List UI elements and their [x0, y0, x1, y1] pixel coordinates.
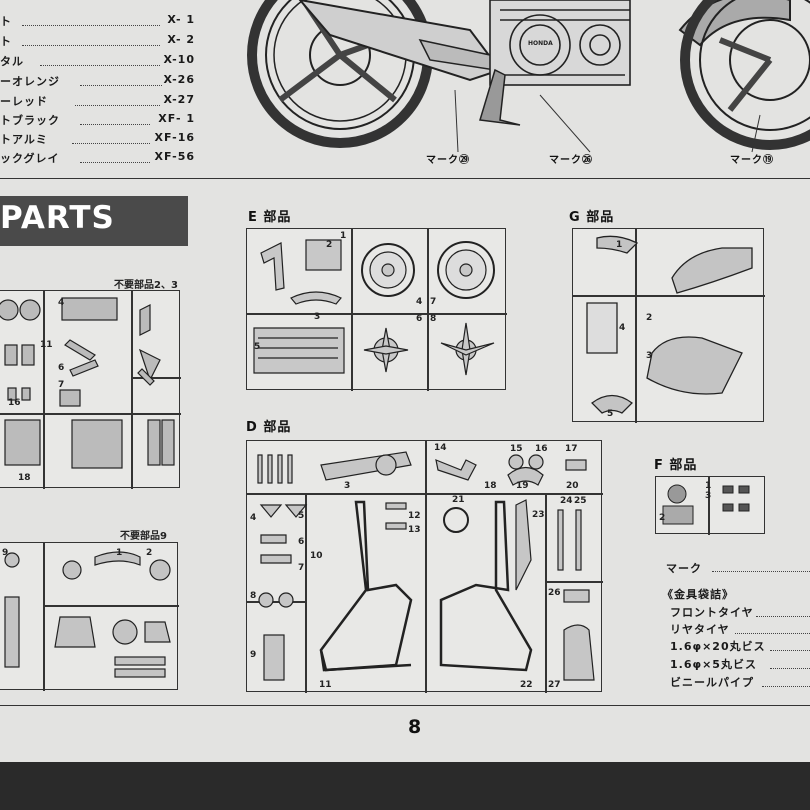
motorcycle-illustration: HONDA — [247, 0, 810, 153]
runner-number: 4 — [250, 513, 257, 523]
runner-number: 8 — [250, 591, 257, 601]
d-parts-drawing — [257, 451, 595, 681]
e-parts-drawing — [253, 239, 495, 376]
runner-number: 6 — [58, 363, 65, 373]
runner-number: 11 — [40, 340, 53, 350]
runner-number: 21 — [452, 495, 465, 505]
runner-number: 5 — [607, 409, 614, 419]
hardware-item: フロントタイヤ — [670, 606, 754, 619]
runner-number: 2 — [146, 548, 153, 558]
paint-code: XF-16 — [154, 131, 195, 144]
runner-number: 4 — [619, 323, 626, 333]
runner-number: 4 — [58, 298, 65, 308]
mark-29-label: マーク㉙ — [426, 155, 470, 166]
runner-number: 13 — [408, 525, 421, 535]
runner-number: 14 — [434, 443, 447, 453]
runner-number: 9 — [250, 650, 257, 660]
paint-code: X- 1 — [167, 13, 195, 26]
runner-number: 1 — [340, 231, 347, 241]
hardware-item: 1.6φ×5丸ビス — [670, 658, 757, 671]
runner-number: 8 — [430, 314, 437, 324]
d-parts-title: D 部品 — [246, 420, 292, 435]
runner-number: 26 — [548, 588, 561, 598]
runner-number: 15 — [510, 444, 523, 454]
unneeded-parts-label: 不要部品9 — [120, 531, 167, 542]
paint-code: XF-56 — [154, 150, 195, 163]
runner-number: 16 — [8, 398, 21, 408]
hardware-bag-title: 《金具袋詰》 — [662, 588, 734, 601]
runner-number: 7 — [298, 563, 305, 573]
paint-name: トアルミ — [0, 133, 48, 146]
runner-number: 12 — [408, 511, 421, 521]
bottom-rule — [0, 705, 810, 706]
runner-number: 22 — [520, 680, 533, 690]
svg-text:HONDA: HONDA — [528, 40, 553, 47]
hardware-item: ビニールパイプ — [670, 676, 754, 689]
runner-number: 3 — [344, 481, 351, 491]
runner-number: 24 — [560, 496, 573, 506]
runner-number: 16 — [535, 444, 548, 454]
paint-name: ーオレンジ — [0, 75, 60, 88]
runner-left-top-parts — [0, 297, 175, 469]
runner-number: 9 — [2, 548, 9, 558]
paint-name: ト — [0, 15, 12, 28]
runner-number: 3 — [705, 491, 712, 501]
runner-number: 5 — [254, 342, 261, 352]
runner-number: 6 — [298, 537, 305, 547]
runner-number: 5 — [298, 511, 305, 521]
runner-number: 17 — [565, 444, 578, 454]
runner-number: 2 — [646, 313, 653, 323]
runner-number: 2 — [659, 513, 666, 523]
runner-number: 25 — [574, 496, 587, 506]
paint-name: ト — [0, 35, 12, 48]
paint-code: X- 2 — [167, 33, 195, 46]
section-divider — [0, 178, 810, 179]
g-parts-title: G 部品 — [569, 210, 615, 225]
d-parts-runner — [246, 440, 603, 693]
f-parts-title: F 部品 — [654, 458, 698, 473]
hardware-item: 1.6φ×20丸ビス — [670, 640, 766, 653]
runner-number: 1 — [116, 548, 123, 558]
runner-number: 7 — [430, 297, 437, 307]
hardware-item: リヤタイヤ — [670, 623, 730, 636]
paint-name: ックグレイ — [0, 152, 60, 165]
mark-label: マーク — [666, 562, 702, 575]
runner-number: 3 — [646, 351, 653, 361]
page-number: 8 — [408, 716, 422, 738]
paint-code: XF- 1 — [158, 112, 195, 125]
g-parts-drawing — [586, 235, 753, 414]
runner-number: 27 — [548, 680, 561, 690]
runner-number: 23 — [532, 510, 545, 520]
runner-number: 18 — [484, 481, 497, 491]
parts-banner: PARTS — [0, 196, 188, 246]
runner-number: 1 — [705, 481, 712, 491]
runner-number: 10 — [310, 551, 323, 561]
paint-code: X-10 — [163, 53, 195, 66]
runner-number: 6 — [416, 314, 423, 324]
mark-26-label: マーク㉖ — [549, 155, 593, 166]
unneeded-parts-label: 不要部品2、3 — [114, 280, 178, 291]
runner-number: 7 — [58, 380, 65, 390]
runner-number: 3 — [314, 312, 321, 322]
runner-number: 11 — [319, 680, 332, 690]
runner-number: 19 — [516, 481, 529, 491]
runner-number: 2 — [326, 240, 333, 250]
runner-number: 18 — [18, 473, 31, 483]
parts-banner-title: PARTS — [0, 200, 115, 236]
paint-name: ーレッド — [0, 95, 48, 108]
paint-name: トブラック — [0, 114, 60, 127]
f-parts-drawing — [662, 484, 750, 525]
paint-code: X-26 — [163, 73, 195, 86]
instruction-sheet: ト X- 1 ト X- 2 タル X-10 ーオレンジ X-26 ーレッド X-… — [0, 0, 810, 762]
runner-left-bottom-parts — [4, 551, 171, 678]
paint-name: タル — [0, 55, 24, 68]
runner-number: 1 — [616, 240, 623, 250]
e-parts-title: E 部品 — [248, 210, 292, 225]
table-surface — [0, 762, 810, 810]
runner-number: 4 — [416, 297, 423, 307]
mark-19-label: マーク⑲ — [730, 155, 774, 166]
runner-number: 20 — [566, 481, 579, 491]
paint-code: X-27 — [163, 93, 195, 106]
